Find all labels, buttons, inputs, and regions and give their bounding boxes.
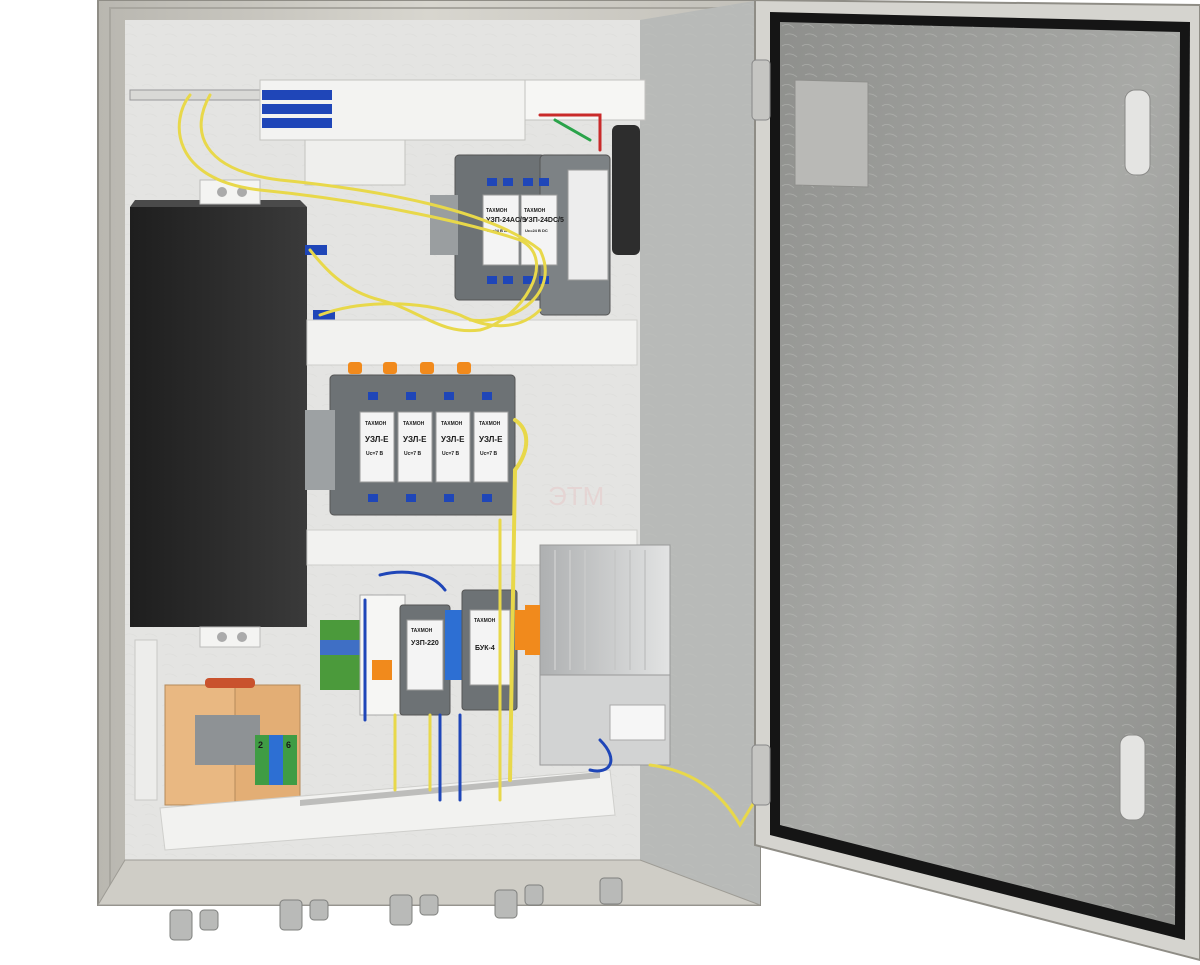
- terminal-number-2: 2: [258, 740, 263, 750]
- terminal-number-6: 6: [286, 740, 291, 750]
- shelf: [306, 319, 638, 366]
- optical-splice-panel: [259, 79, 646, 320]
- cables: [177, 93, 772, 828]
- uzl-e-sub-1: Uc=7 В: [366, 451, 383, 457]
- surge-protector-row: [305, 362, 516, 516]
- uzp-220-label: УЗП-220: [411, 640, 439, 647]
- cable-glands: [169, 877, 623, 941]
- brand-label: TAXMOH: [411, 628, 433, 634]
- brand-label: TAXMOH: [474, 618, 496, 624]
- uzl-e-label-2: УЗЛ-Е: [403, 435, 427, 444]
- brand-label: TAXMOH: [365, 421, 387, 427]
- uzl-e-label-4: УЗЛ-Е: [479, 435, 503, 444]
- brand-label: TAXMOH: [524, 208, 546, 214]
- lower-module-group: [320, 589, 525, 716]
- module-label-uzp-24ac: УЗП-24AC/5: [486, 217, 526, 224]
- power-unit-black-box: [130, 200, 307, 627]
- module-sub-ac: Uc=24 В AC: [487, 228, 510, 233]
- module-label-uzp-24dc: УЗП-24DC/5: [524, 217, 564, 224]
- module-sub-dc: Uc=24 В DC: [525, 228, 548, 233]
- uzl-e-sub-2: Uc=7 В: [404, 451, 421, 457]
- uzl-e-sub-4: Uc=7 В: [480, 451, 497, 457]
- buk-4-label: БУК-4: [475, 645, 495, 652]
- brand-label: TAXMOH: [486, 208, 508, 214]
- transformer: [134, 639, 301, 806]
- uzl-e-label-3: УЗЛ-Е: [441, 435, 465, 444]
- enclosure-door: [751, 0, 1200, 962]
- heater-unit: [525, 544, 671, 766]
- brand-label: TAXMOH: [403, 421, 425, 427]
- watermark: ЭТМ: [548, 481, 604, 511]
- uzl-e-sub-3: Uc=7 В: [442, 451, 459, 457]
- uzl-e-label-1: УЗЛ-Е: [365, 435, 389, 444]
- brand-label: TAXMOH: [479, 421, 501, 427]
- brand-label: TAXMOH: [441, 421, 463, 427]
